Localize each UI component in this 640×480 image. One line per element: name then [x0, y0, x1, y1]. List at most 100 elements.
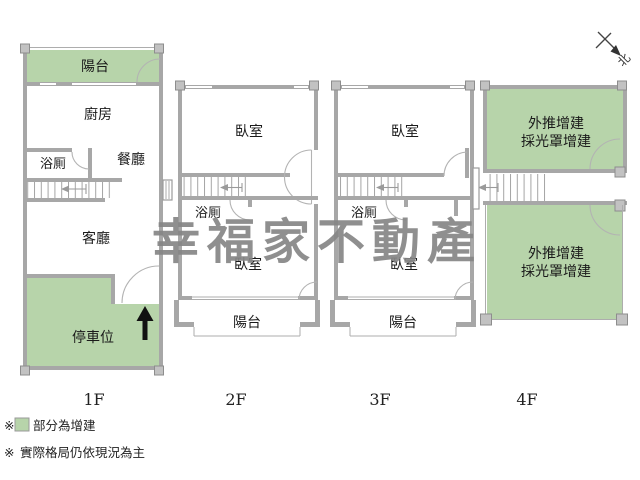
legend-green-swatch — [14, 417, 30, 432]
window — [72, 83, 136, 85]
wall — [470, 85, 474, 300]
addition-area-top — [487, 89, 623, 169]
window-bay — [162, 179, 173, 201]
wall — [483, 169, 627, 173]
wall — [23, 198, 105, 202]
legend-marker-2: ※ — [4, 445, 14, 460]
corner-post — [465, 80, 475, 91]
wall — [314, 204, 318, 300]
wall — [454, 296, 474, 300]
room-label-bedroom: 臥室 — [390, 256, 418, 273]
north-arrow-icon: 北 — [595, 31, 633, 69]
floor-1f: 陽台 廚房 浴厠 餐廳 客廳 停車位 — [20, 43, 173, 376]
corner-post — [331, 80, 341, 91]
corner-post — [20, 43, 30, 54]
parking-addition-area — [27, 278, 159, 366]
wall — [27, 274, 115, 278]
stair-direction-arrow-icon — [376, 183, 399, 192]
addition-label-line1: 外推增建 — [528, 116, 584, 132]
wall — [334, 296, 348, 300]
room-label-bedroom: 臥室 — [234, 256, 262, 273]
staircase — [183, 177, 250, 196]
addition-area-bottom — [487, 205, 623, 319]
door-arc — [121, 265, 160, 304]
room-label-bedroom: 臥室 — [235, 123, 263, 140]
floor-label-4f: 4F — [516, 390, 537, 409]
room-label-balcony: 陽台 — [389, 315, 417, 331]
legend: ※ 部分為增建 ※ 實際格局仍依現況為主 — [4, 417, 145, 460]
wall — [334, 85, 338, 300]
wall — [300, 322, 320, 327]
entry-up-arrow-icon — [136, 306, 154, 340]
door-arc — [589, 204, 621, 236]
wall — [456, 322, 476, 327]
wall — [174, 322, 194, 327]
room-label-bath: 浴厠 — [195, 206, 221, 221]
wall — [178, 173, 290, 177]
stair-direction-arrow-icon — [220, 183, 243, 192]
wall — [483, 85, 487, 169]
wall — [111, 274, 115, 304]
wall-tab — [614, 166, 626, 178]
wall — [454, 200, 458, 216]
legend-note-2: 實際格局仍依現況為主 — [20, 445, 145, 460]
room-label-parking: 停車位 — [72, 329, 114, 346]
staircase — [339, 177, 406, 196]
room-label-bedroom: 臥室 — [391, 123, 419, 140]
corner-post — [616, 313, 628, 326]
wall — [330, 322, 350, 327]
door-arc — [283, 149, 312, 205]
room-label-bath: 浴厠 — [351, 206, 377, 221]
wall — [465, 148, 469, 178]
door-arc — [71, 151, 90, 170]
door-arc — [229, 199, 251, 221]
wall — [314, 85, 318, 150]
stair-direction-arrow-icon — [61, 184, 87, 194]
corner-post — [480, 80, 490, 91]
wall — [88, 148, 92, 178]
wall — [178, 296, 192, 300]
stair-direction-arrow-icon — [478, 183, 499, 192]
addition-label-line2: 採光罩增建 — [521, 264, 591, 280]
window — [450, 86, 464, 88]
wall — [315, 300, 320, 327]
window — [342, 86, 368, 88]
window — [294, 86, 308, 88]
room-label-living: 客廳 — [82, 230, 110, 247]
corner-post — [480, 313, 492, 326]
wall — [483, 85, 627, 89]
door-arc — [136, 58, 161, 83]
wall — [23, 178, 122, 182]
wall — [23, 366, 163, 370]
room-label-balcony: 陽台 — [233, 315, 261, 331]
wall — [471, 300, 476, 327]
floor-label-3f: 3F — [369, 390, 390, 409]
floor-label-1f: 1F — [83, 390, 104, 409]
wall — [178, 85, 182, 300]
staircase — [27, 182, 113, 198]
window — [186, 86, 212, 88]
wall — [23, 48, 27, 370]
wall — [404, 198, 408, 207]
corner-post — [154, 43, 164, 54]
wall — [174, 300, 179, 327]
wall — [159, 48, 163, 370]
window — [40, 83, 56, 85]
landing-box — [472, 167, 480, 210]
door-arc — [589, 138, 621, 170]
door-arc — [298, 281, 318, 301]
floor-2f: 臥室 浴厠 臥室 陽台 — [174, 80, 320, 337]
room-label-kitchen: 廚房 — [84, 106, 112, 123]
room-label-dining: 餐廳 — [117, 151, 145, 168]
wall — [334, 85, 474, 89]
wall — [330, 300, 335, 327]
wall — [298, 296, 318, 300]
floor-3f: 臥室 浴厠 臥室 陽台 — [330, 80, 476, 337]
wall — [178, 85, 318, 89]
room-label-balcony: 陽台 — [81, 59, 109, 75]
wall — [334, 173, 444, 177]
legend-marker-1: ※ — [4, 418, 14, 433]
legend-note-1: 部分為增建 — [33, 418, 96, 433]
